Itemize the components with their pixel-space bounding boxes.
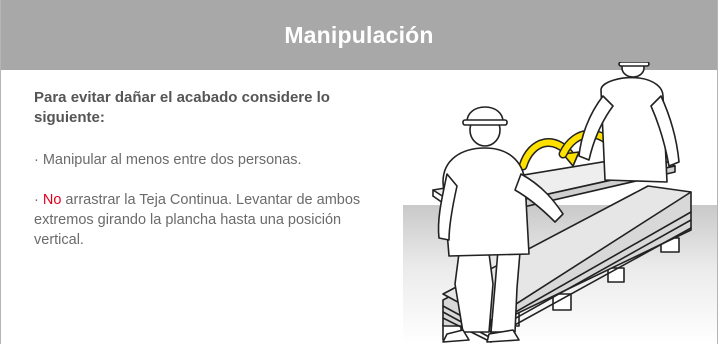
section-title: Manipulación: [284, 21, 434, 48]
instruction-item: · Manipular al menos entre dos personas.: [34, 152, 302, 168]
negation-highlight: No: [42, 192, 62, 208]
instruction-bullet: ·: [34, 192, 43, 208]
section-header: Manipulación: [1, 0, 717, 70]
instructions-lead: Para evitar dañar el acabado considere l…: [34, 89, 330, 126]
instruction-text: arrastrar la Teja Continua. Levantar de …: [34, 192, 361, 248]
instruction-item: · No arrastrar la Teja Continua. Levanta…: [34, 190, 394, 250]
two-workers-lifting-sheet-icon: [432, 62, 692, 343]
instructions: Para evitar dañar el acabado considere l…: [34, 88, 394, 270]
